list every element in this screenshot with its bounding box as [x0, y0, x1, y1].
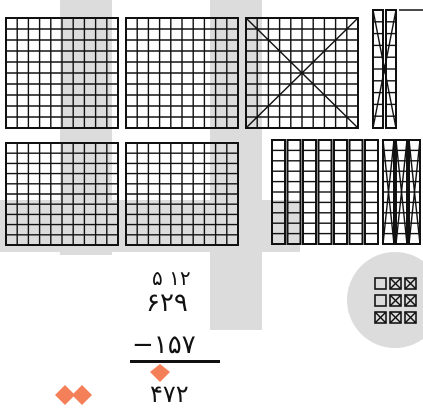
watermark-diamond: [55, 385, 92, 405]
regroup-marks: ۵ ۱۲: [152, 266, 191, 290]
subtrahend: −۱۵۷: [132, 330, 196, 360]
difference: ۴۷۲: [150, 380, 189, 408]
minuend: ۶۲۹: [146, 288, 188, 318]
watermark-bar-mid: [210, 0, 262, 330]
answer-line: [130, 360, 220, 363]
